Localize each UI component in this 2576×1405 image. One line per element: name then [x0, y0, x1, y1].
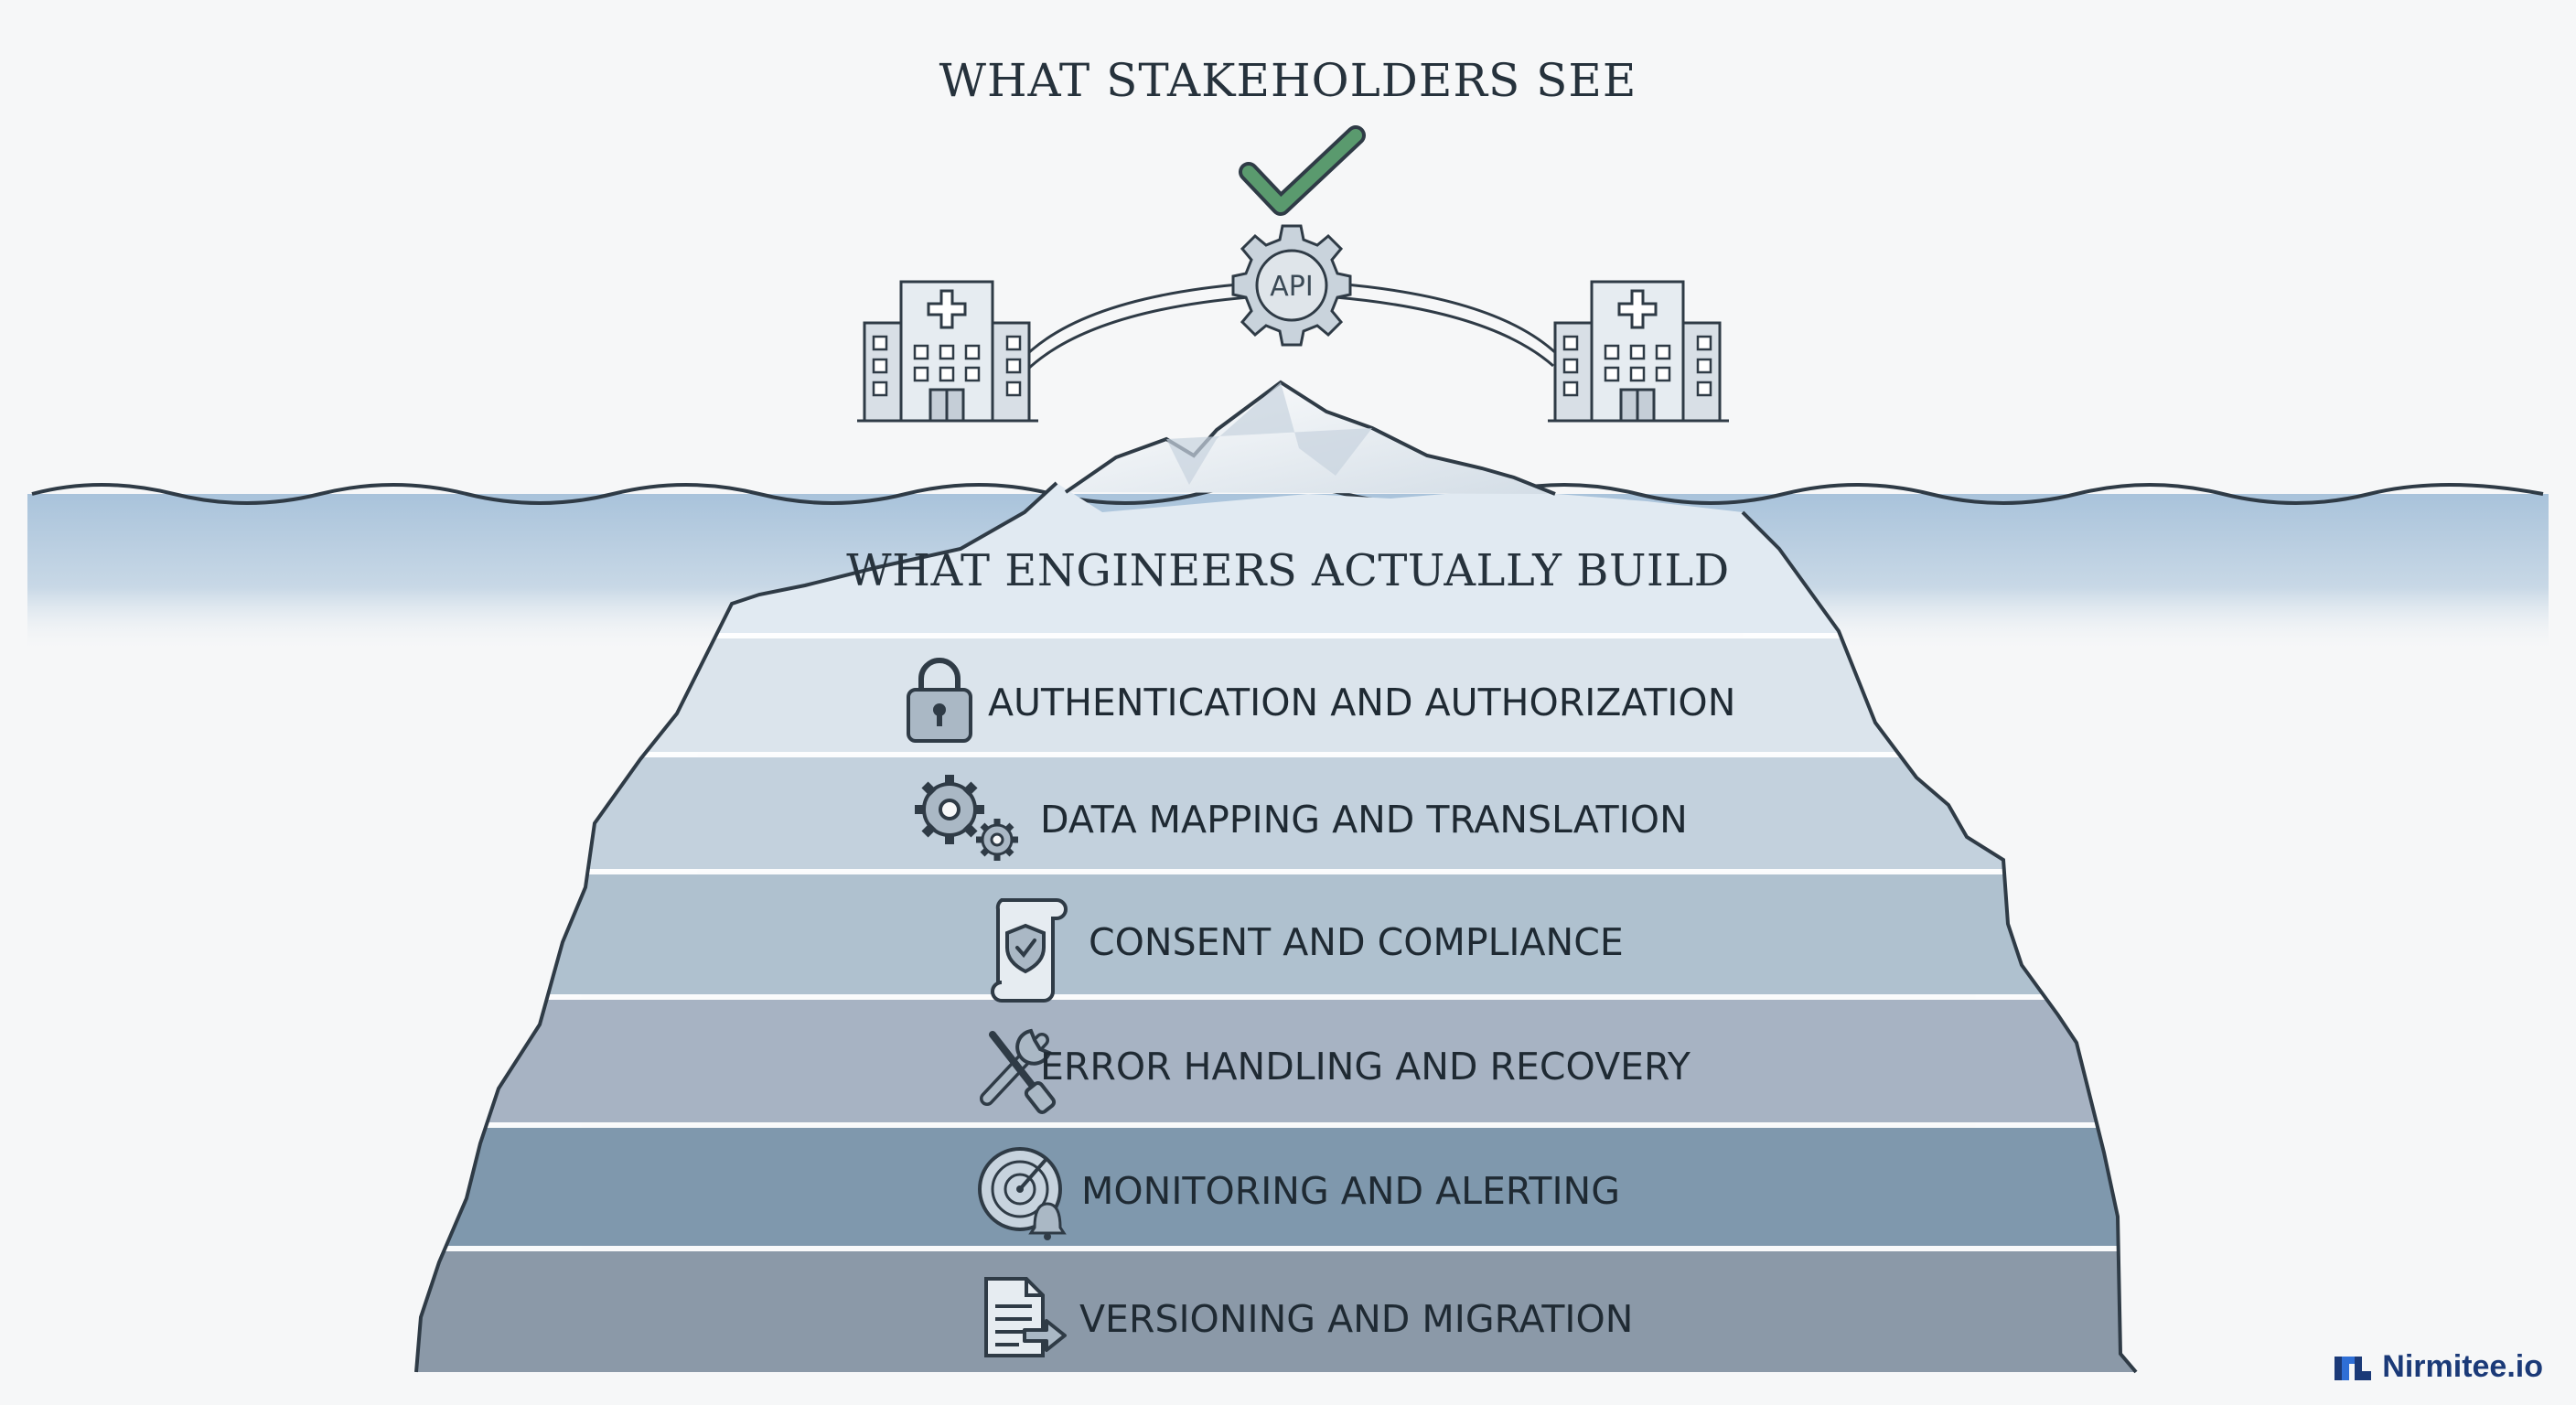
api-label: API [1270, 271, 1313, 303]
gears-icon [915, 775, 1018, 861]
api-connection-arcs [1018, 282, 1562, 372]
iceberg-body [416, 483, 2136, 1372]
brand-mark-icon [2334, 1356, 2372, 1380]
wrench-screwdriver-icon [980, 1028, 1057, 1114]
hospital-left-icon [857, 280, 1038, 423]
document-arrow-icon [984, 1277, 1067, 1357]
layer-label: MONITORING AND ALERTING [1081, 1169, 1620, 1213]
layer-label: CONSENT AND COMPLIANCE [1089, 920, 1624, 964]
api-gear-icon: API [1231, 224, 1352, 347]
layer-label: DATA MAPPING AND TRANSLATION [1040, 798, 1688, 842]
iceberg-outline-right [1741, 510, 2138, 1374]
iceberg-tip [1064, 380, 1556, 496]
stakeholders-heading: WHAT STAKEHOLDERS SEE [939, 54, 1637, 107]
engineers-heading: WHAT ENGINEERS ACTUALLY BUILD [846, 545, 1729, 596]
shield-scroll-icon [991, 898, 1068, 1003]
brand-logo: Nirmitee.io [2333, 1349, 2543, 1385]
layer-label: ERROR HANDLING AND RECOVERY [1040, 1045, 1691, 1089]
brand-name: Nirmitee.io [2382, 1349, 2543, 1384]
radar-bell-icon [978, 1147, 1067, 1240]
hospital-right-icon [1548, 280, 1729, 423]
check-mark-icon [1239, 125, 1366, 216]
layer-label: VERSIONING AND MIGRATION [1079, 1297, 1633, 1341]
padlock-icon [907, 658, 972, 743]
iceberg-outline-left [414, 481, 1058, 1373]
layer-label: AUTHENTICATION AND AUTHORIZATION [988, 681, 1735, 724]
